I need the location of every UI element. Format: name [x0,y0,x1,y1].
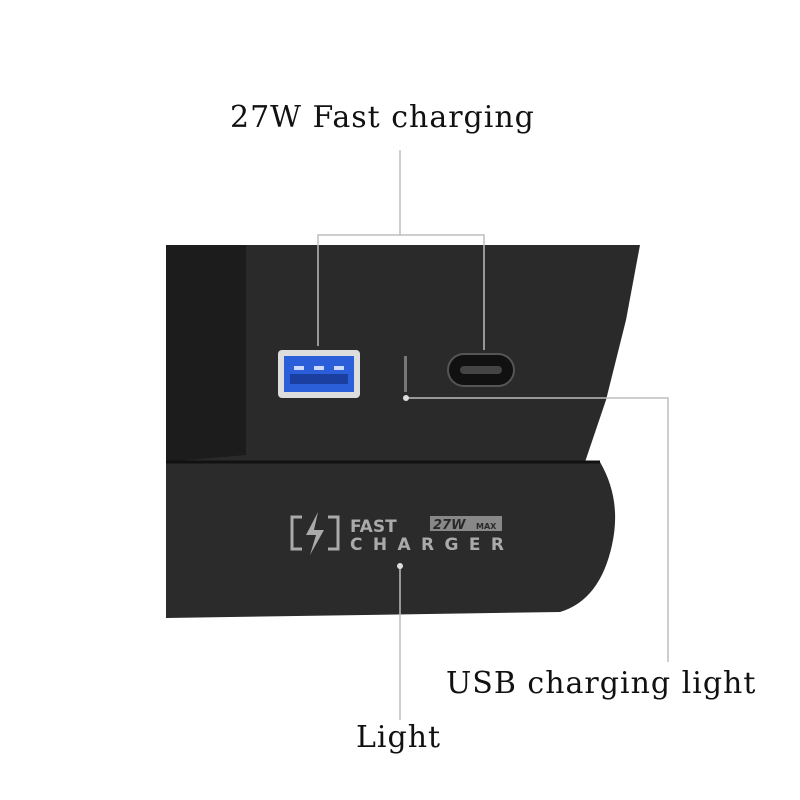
label-usb-charging-light: USB charging light [446,666,757,701]
charger-upper-side [166,245,246,462]
charger-lower-body [166,462,616,618]
charger-upper-body [166,245,640,462]
logo-badge-sub: MAX [476,522,497,531]
label-fast-charging: 27W Fast charging [230,100,535,135]
logo-fast: FAST [350,517,397,537]
logo-badge: 27W [433,518,466,533]
battery-bolt-icon [290,512,340,555]
usb-c-port [447,353,515,387]
label-light: Light [356,720,442,755]
callout-lines [317,150,669,720]
usb-a-port [278,350,360,398]
usb-charging-light [404,356,407,392]
